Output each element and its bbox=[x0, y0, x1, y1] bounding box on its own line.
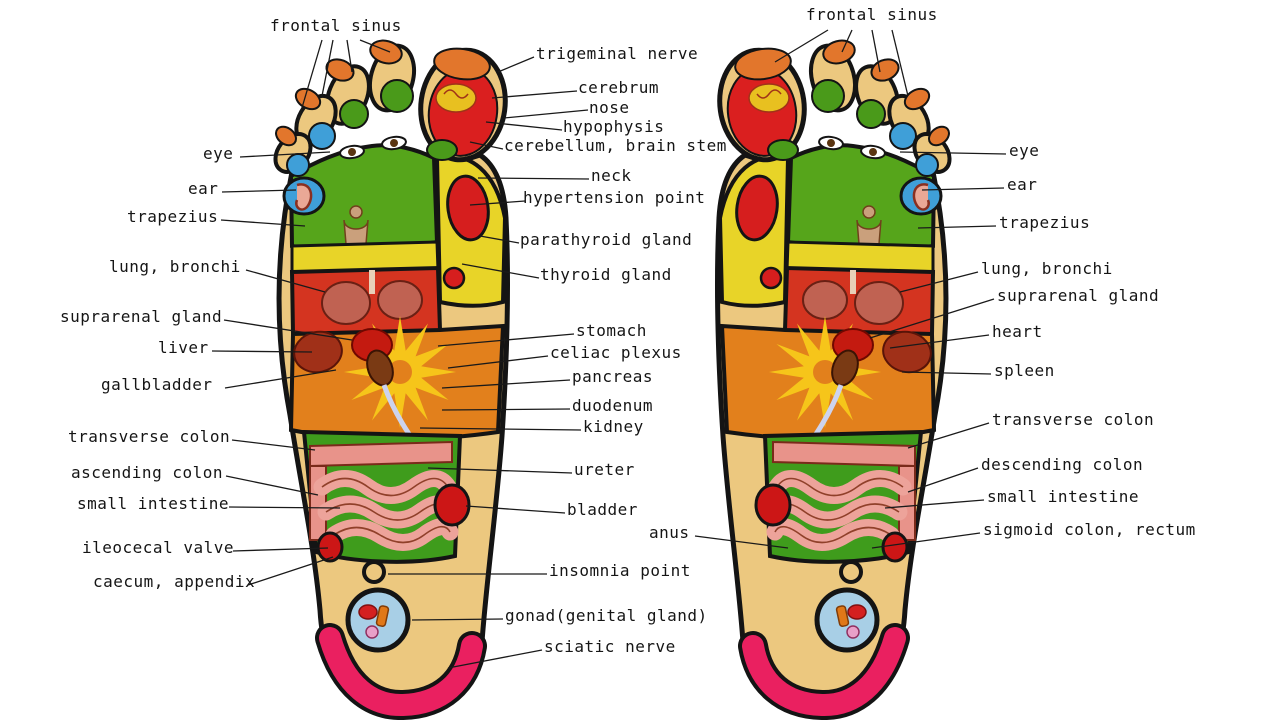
label-ascending-colon: ascending colon bbox=[71, 463, 223, 482]
label-ureter: ureter bbox=[574, 460, 635, 479]
label-thyroid-gland: thyroid gland bbox=[540, 265, 672, 284]
label-descending-colon: descending colon bbox=[981, 455, 1144, 474]
label-nose: nose bbox=[589, 98, 630, 117]
label-lung-bronchi-left: lung, bronchi bbox=[109, 257, 241, 276]
label-trapezius-left: trapezius bbox=[127, 207, 219, 226]
label-cerebrum: cerebrum bbox=[578, 78, 660, 97]
label-anus: anus bbox=[649, 523, 690, 542]
label-caecum-appendix: caecum, appendix bbox=[93, 572, 256, 591]
label-eye-right: eye bbox=[1009, 141, 1040, 160]
label-kidney: kidney bbox=[583, 417, 644, 436]
label-spleen: spleen bbox=[994, 361, 1055, 380]
label-parathyroid-gland: parathyroid gland bbox=[520, 230, 693, 249]
label-cerebellum-brain-stem: cerebellum, brain stem bbox=[504, 136, 727, 155]
label-frontal-sinus-left: frontal sinus bbox=[270, 16, 402, 35]
label-eye-left: eye bbox=[203, 144, 234, 163]
label-ear-left: ear bbox=[188, 179, 219, 198]
right-foot-sole bbox=[713, 37, 957, 712]
label-heart: heart bbox=[992, 322, 1043, 341]
label-sciatic-nerve: sciatic nerve bbox=[544, 637, 676, 656]
label-lung-bronchi-right: lung, bronchi bbox=[981, 259, 1113, 278]
label-trigeminal-nerve: trigeminal nerve bbox=[536, 44, 699, 63]
label-neck: neck bbox=[591, 166, 632, 185]
label-insomnia-point: insomnia point bbox=[549, 561, 691, 580]
label-suprarenal-gland-left: suprarenal gland bbox=[60, 307, 223, 326]
label-celiac-plexus: celiac plexus bbox=[550, 343, 682, 362]
label-pancreas: pancreas bbox=[572, 367, 654, 386]
leader-lines bbox=[211, 29, 1007, 669]
label-duodenum: duodenum bbox=[572, 396, 654, 415]
label-small-intestine-left: small intestine bbox=[77, 494, 229, 513]
label-small-intestine-right: small intestine bbox=[987, 487, 1139, 506]
label-bladder: bladder bbox=[567, 500, 638, 519]
label-liver: liver bbox=[158, 338, 209, 357]
label-transverse-colon-left: transverse colon bbox=[68, 427, 231, 446]
label-hypophysis: hypophysis bbox=[563, 117, 665, 136]
label-stomach: stomach bbox=[576, 321, 647, 340]
label-ear-right: ear bbox=[1007, 175, 1038, 194]
label-transverse-colon-right: transverse colon bbox=[992, 410, 1155, 429]
label-frontal-sinus-right: frontal sinus bbox=[806, 5, 938, 24]
label-sigmoid-colon-rectum: sigmoid colon, rectum bbox=[983, 520, 1196, 539]
label-gallbladder: gallbladder bbox=[101, 375, 213, 394]
label-gonad-genital-gland: gonad(genital gland) bbox=[505, 606, 708, 625]
label-trapezius-right: trapezius bbox=[999, 213, 1091, 232]
label-hypertension-point: hypertension point bbox=[523, 188, 706, 207]
label-suprarenal-gland-right: suprarenal gland bbox=[997, 286, 1160, 305]
label-ileocecal-valve: ileocecal valve bbox=[82, 538, 234, 557]
